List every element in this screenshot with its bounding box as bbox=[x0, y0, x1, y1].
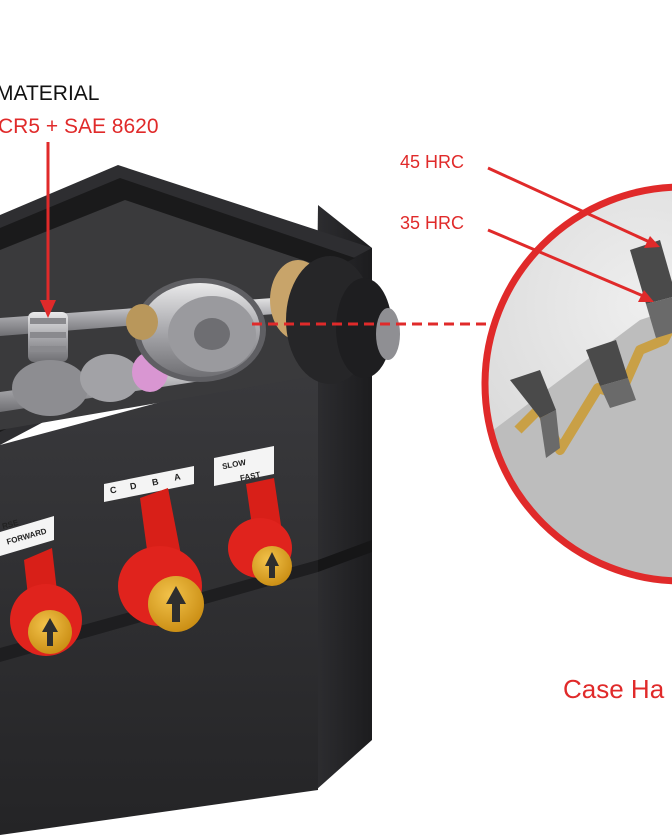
arrow-up-icon bbox=[265, 552, 279, 578]
hardness-outer-label: 45 HRC bbox=[400, 152, 465, 172]
callout-lines bbox=[40, 142, 660, 326]
lever-speed[interactable] bbox=[228, 478, 292, 586]
hardness-45-leader bbox=[487, 166, 655, 246]
small-pinion-gear bbox=[28, 312, 68, 362]
label-plate-direction bbox=[0, 516, 54, 556]
plate-range-c: C bbox=[109, 484, 118, 496]
plate-range-b: B bbox=[151, 476, 160, 488]
hardness-zoom-view bbox=[481, 183, 672, 585]
label-plate-speed bbox=[214, 446, 274, 486]
material-callout-arrowhead bbox=[40, 300, 56, 318]
lower-gear bbox=[80, 354, 140, 402]
hardness-35-arrowhead bbox=[638, 290, 654, 302]
arrow-up-icon bbox=[42, 618, 58, 646]
hardness-core-label: 35 HRC bbox=[400, 213, 465, 233]
plate-range-a: A bbox=[173, 471, 182, 483]
hardness-45-arrowhead bbox=[644, 236, 660, 248]
large-spur-gear bbox=[134, 278, 266, 382]
arrow-up-icon bbox=[166, 586, 186, 622]
lower-gear bbox=[12, 360, 88, 416]
hardness-35-leader bbox=[487, 228, 649, 300]
zoom-circle-outline bbox=[481, 183, 672, 585]
label-plate-range bbox=[104, 466, 194, 502]
lever-range[interactable] bbox=[118, 488, 204, 632]
lever-direction[interactable] bbox=[10, 548, 82, 656]
output-flange bbox=[270, 256, 400, 384]
plate-range-d: D bbox=[129, 480, 138, 492]
case-hardening-label: Case Ha bbox=[563, 674, 665, 704]
bearing bbox=[126, 304, 158, 340]
material-title: MATERIAL bbox=[0, 82, 100, 105]
material-value: CR5 + SAE 8620 bbox=[0, 115, 159, 138]
gear-train bbox=[0, 278, 300, 416]
